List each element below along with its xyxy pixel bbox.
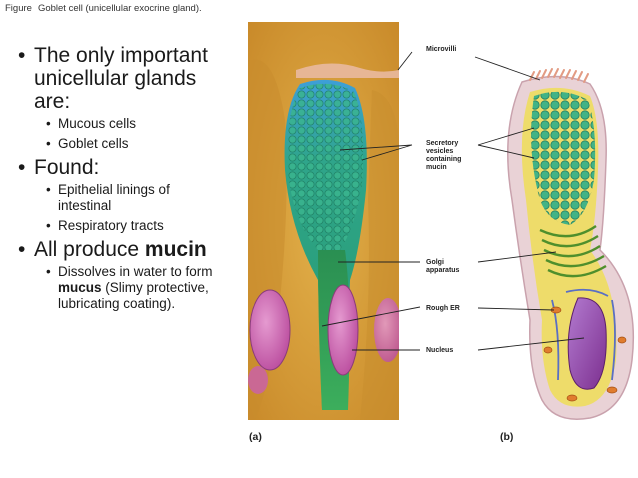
leader-nucleus-b <box>477 337 585 351</box>
leader-lines <box>321 51 585 351</box>
rough-er-b <box>551 288 616 381</box>
label-nucleus: Nucleus <box>426 347 453 354</box>
mucus-word: mucus <box>58 280 102 295</box>
nucleus-b <box>567 297 607 390</box>
neighbor-nucleus-left <box>249 289 291 371</box>
caption-text: Goblet cell (unicellular exocrine gland)… <box>37 3 202 14</box>
panel-label-b: (b) <box>500 431 513 443</box>
label-secretory-line1: Secretory <box>426 140 458 147</box>
bullet-found: Found: <box>18 156 223 179</box>
mitochondria-b <box>543 306 627 402</box>
microvilli-b <box>529 68 589 83</box>
label-secretory-line4: mucin <box>426 164 447 171</box>
bullet-mucous-cells: Mucous cells <box>18 116 223 132</box>
secretory-vesicles-b <box>531 91 596 225</box>
bullet-glands: The only important unicellular glands ar… <box>18 44 223 113</box>
label-secretory-line3: containing <box>426 156 461 163</box>
label-golgi-line2: apparatus <box>426 267 460 274</box>
bullet-epithelial: Epithelial linings of intestinal <box>18 182 223 214</box>
caption-prefix: Figure <box>5 3 32 14</box>
label-secretory-line2: vesicles <box>426 148 453 155</box>
golgi-stacks-b <box>539 225 607 278</box>
dissolves-suffix: (Slimy protective, lubricating coating). <box>58 280 209 311</box>
bullet-dissolves: Dissolves in water to form mucus (Slimy … <box>18 264 223 312</box>
leader-rough-er-a <box>321 306 421 327</box>
micrograph-panel <box>248 22 399 420</box>
label-golgi-line1: Golgi <box>426 259 444 266</box>
leader-secretory-a <box>339 144 413 161</box>
leader-microvilli-a <box>397 51 413 71</box>
mucin-prefix: All produce <box>34 238 145 261</box>
bullet-respiratory: Respiratory tracts <box>18 218 223 234</box>
mucin-word: mucin <box>144 238 207 261</box>
drawing-panel <box>507 68 635 420</box>
bullet-goblet-cells: Goblet cells <box>18 136 223 152</box>
leader-rough-er-b <box>477 307 555 311</box>
leader-golgi-b <box>477 251 557 263</box>
panel-label-a: (a) <box>249 431 262 443</box>
dissolves-prefix: Dissolves in water to form <box>58 264 213 279</box>
neighbor-nucleus-right <box>374 298 399 362</box>
neighbor-nucleus-bottom <box>248 366 268 394</box>
leader-secretory-b <box>477 127 535 159</box>
figure-caption: Figure Goblet cell (unicellular exocrine … <box>5 3 202 14</box>
label-rough-er: Rough ER <box>426 305 460 312</box>
bullet-mucin: All produce mucin <box>18 238 223 261</box>
microvilli-fringe <box>296 63 399 78</box>
goblet-nucleus-a <box>327 284 359 376</box>
bullet-list: The only important unicellular glands ar… <box>18 44 223 316</box>
mucin-vesicles-a <box>287 83 363 250</box>
label-microvilli: Microvilli <box>426 46 456 53</box>
leader-microvilli-b <box>474 56 541 81</box>
